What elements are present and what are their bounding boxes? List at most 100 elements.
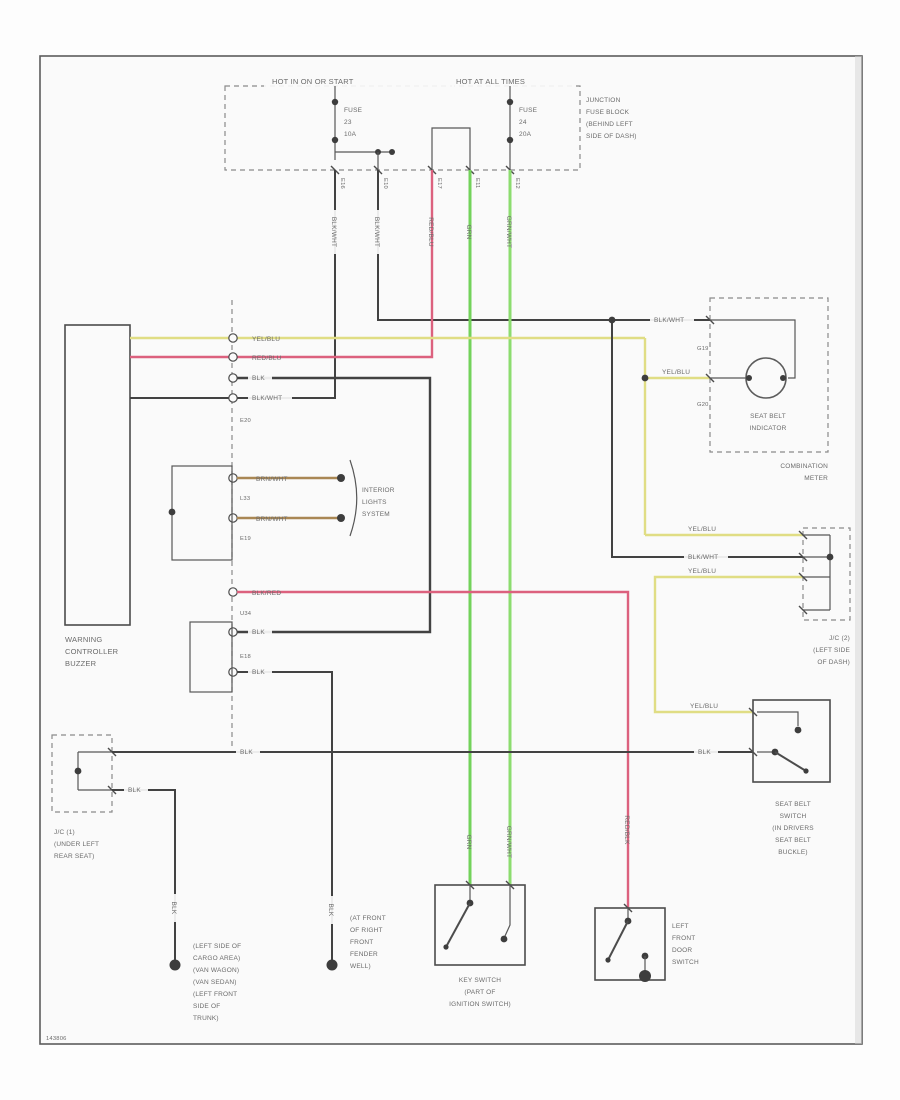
svg-text:SEAT BELT: SEAT BELT <box>775 801 811 808</box>
svg-text:OF DASH): OF DASH) <box>817 659 850 666</box>
seat-belt-switch-box <box>752 699 831 783</box>
svg-text:FENDER: FENDER <box>350 951 378 958</box>
svg-text:E11: E11 <box>474 178 480 188</box>
svg-text:REAR SEAT): REAR SEAT) <box>54 853 95 860</box>
warning-controller-buzzer: WARNING CONTROLLER BUZZER <box>64 324 131 668</box>
key-switch-box <box>434 884 526 966</box>
svg-text:GRN/WHT: GRN/WHT <box>505 216 512 248</box>
svg-text:E16: E16 <box>339 178 345 189</box>
combination-meter-box <box>709 297 829 453</box>
bracket-icon <box>349 459 358 537</box>
switch-lever-icon <box>607 920 629 961</box>
svg-text:BUZZER: BUZZER <box>65 659 97 668</box>
jc-dash-box <box>802 527 851 621</box>
door-switch: LEFT FRONT DOOR SWITCH <box>594 903 699 982</box>
svg-text:(VAN WAGON): (VAN WAGON) <box>193 967 239 974</box>
svg-text:CARGO AREA): CARGO AREA) <box>193 955 240 962</box>
svg-text:GRN: GRN <box>465 834 472 849</box>
svg-text:(AT FRONT: (AT FRONT <box>350 915 386 922</box>
svg-text:J/C (2): J/C (2) <box>829 635 850 642</box>
yellow-network: YEL/BLU YEL/BLU BLK/WHT YEL/BLU YEL/BLU … <box>608 314 803 714</box>
label-brnwht-1: BRN/WHT <box>256 476 288 483</box>
diagram-border <box>39 55 863 1045</box>
power-label-left: HOT IN ON OR START <box>272 77 354 86</box>
jc-rear-box <box>51 734 113 813</box>
label-yelblu-1: YEL/BLU <box>252 336 280 343</box>
label-redblu: RED/BLU <box>252 355 282 362</box>
fuse-23-icon: FUSE 23 10A <box>331 86 395 170</box>
svg-text:INTERIOR: INTERIOR <box>362 487 395 494</box>
svg-text:BUCKLE): BUCKLE) <box>778 849 808 856</box>
svg-text:DOOR: DOOR <box>672 947 692 954</box>
svg-text:SWITCH: SWITCH <box>780 813 807 820</box>
svg-text:FUSE BLOCK: FUSE BLOCK <box>586 109 630 116</box>
svg-text:FUSE: FUSE <box>344 107 363 114</box>
svg-text:RED/BLU: RED/BLU <box>427 217 434 247</box>
connector-rings <box>228 333 238 677</box>
svg-text:24: 24 <box>519 119 527 126</box>
code-e19: E19 <box>240 536 251 542</box>
fuse-block-label: JUNCTION <box>586 97 621 104</box>
ground-right: (AT FRONT OF RIGHT FRONT FENDER WELL) <box>326 915 386 971</box>
svg-text:KEY SWITCH: KEY SWITCH <box>459 977 501 984</box>
fuse-24-icon: FUSE 24 20A <box>506 86 537 170</box>
svg-text:BLK/WHT: BLK/WHT <box>373 217 380 247</box>
label-blkwht-meter: BLK/WHT <box>654 317 684 324</box>
label-blk-2: BLK <box>252 629 265 636</box>
wire-blkred <box>237 590 630 908</box>
svg-text:BLK/WHT: BLK/WHT <box>688 554 718 561</box>
pin-g20: G20 <box>697 402 709 408</box>
ground-icon <box>326 959 338 971</box>
svg-text:(BEHIND LEFT: (BEHIND LEFT <box>586 121 633 128</box>
svg-text:YEL/BLU: YEL/BLU <box>688 568 716 575</box>
seat-belt-switch: SEAT BELT SWITCH (IN DRIVERS SEAT BELT B… <box>748 699 831 856</box>
wire-redblu <box>237 170 434 359</box>
svg-text:E17: E17 <box>436 178 442 189</box>
wire-blkwht-jc <box>611 320 803 558</box>
svg-text:BLK: BLK <box>327 904 334 917</box>
label-redblk: RED/BLK <box>623 815 630 845</box>
svg-text:FRONT: FRONT <box>672 935 695 942</box>
jc-dash: J/C (2) (LEFT SIDE OF DASH) <box>798 527 851 666</box>
svg-text:GRN/WHT: GRN/WHT <box>505 826 512 858</box>
svg-text:E10: E10 <box>382 178 388 189</box>
svg-text:BLK/WHT: BLK/WHT <box>330 217 337 247</box>
svg-text:E12: E12 <box>514 178 520 189</box>
svg-text:IGNITION SWITCH): IGNITION SWITCH) <box>449 1001 511 1008</box>
scan-shadow <box>855 56 862 1044</box>
svg-text:(PART OF: (PART OF <box>464 989 495 996</box>
switch-lever-icon <box>774 751 807 772</box>
label-blkwht-1: BLK/WHT <box>252 395 282 402</box>
svg-text:J/C (1): J/C (1) <box>54 829 75 836</box>
key-switch: KEY SWITCH (PART OF IGNITION SWITCH) <box>434 880 526 1008</box>
svg-text:TRUNK): TRUNK) <box>193 1015 219 1022</box>
svg-text:COMBINATION: COMBINATION <box>780 463 828 470</box>
svg-text:INDICATOR: INDICATOR <box>750 425 787 432</box>
door-switch-box <box>594 907 666 981</box>
svg-text:SIDE OF: SIDE OF <box>193 1003 220 1010</box>
jc-rear-seat: J/C (1) (UNDER LEFT REAR SEAT) <box>51 734 117 860</box>
svg-text:(LEFT FRONT: (LEFT FRONT <box>193 991 237 998</box>
svg-text:YEL/BLU: YEL/BLU <box>662 369 690 376</box>
svg-text:WARNING: WARNING <box>65 635 102 644</box>
wire-blk-loop <box>237 376 432 634</box>
footer-code: 143806 <box>46 1036 67 1042</box>
interior-lights-branch: BRN/WHT BRN/WHT L33 E19 INTERIOR LIGHTS … <box>168 459 395 561</box>
lower-rows: BLK/RED U34 BLK E18 BLK RED/BLK BLK <box>189 590 630 962</box>
svg-text:SWITCH: SWITCH <box>672 959 699 966</box>
svg-text:(UNDER LEFT: (UNDER LEFT <box>54 841 99 848</box>
svg-text:BLK: BLK <box>128 787 141 794</box>
svg-text:(LEFT SIDE OF: (LEFT SIDE OF <box>193 943 241 950</box>
svg-text:23: 23 <box>344 119 352 126</box>
fuse-block-outline <box>224 85 581 171</box>
wire-yelblu-seatbelt <box>653 575 803 714</box>
connector-codes-vertical: E16 E10 E17 E11 E12 <box>339 178 520 189</box>
svg-text:SIDE OF DASH): SIDE OF DASH) <box>586 133 637 140</box>
svg-text:WELL): WELL) <box>350 963 371 970</box>
ground-icon <box>639 970 651 982</box>
svg-text:(VAN SEDAN): (VAN SEDAN) <box>193 979 237 986</box>
code-l33: L33 <box>240 496 250 502</box>
label-blk-3: BLK <box>252 669 265 676</box>
